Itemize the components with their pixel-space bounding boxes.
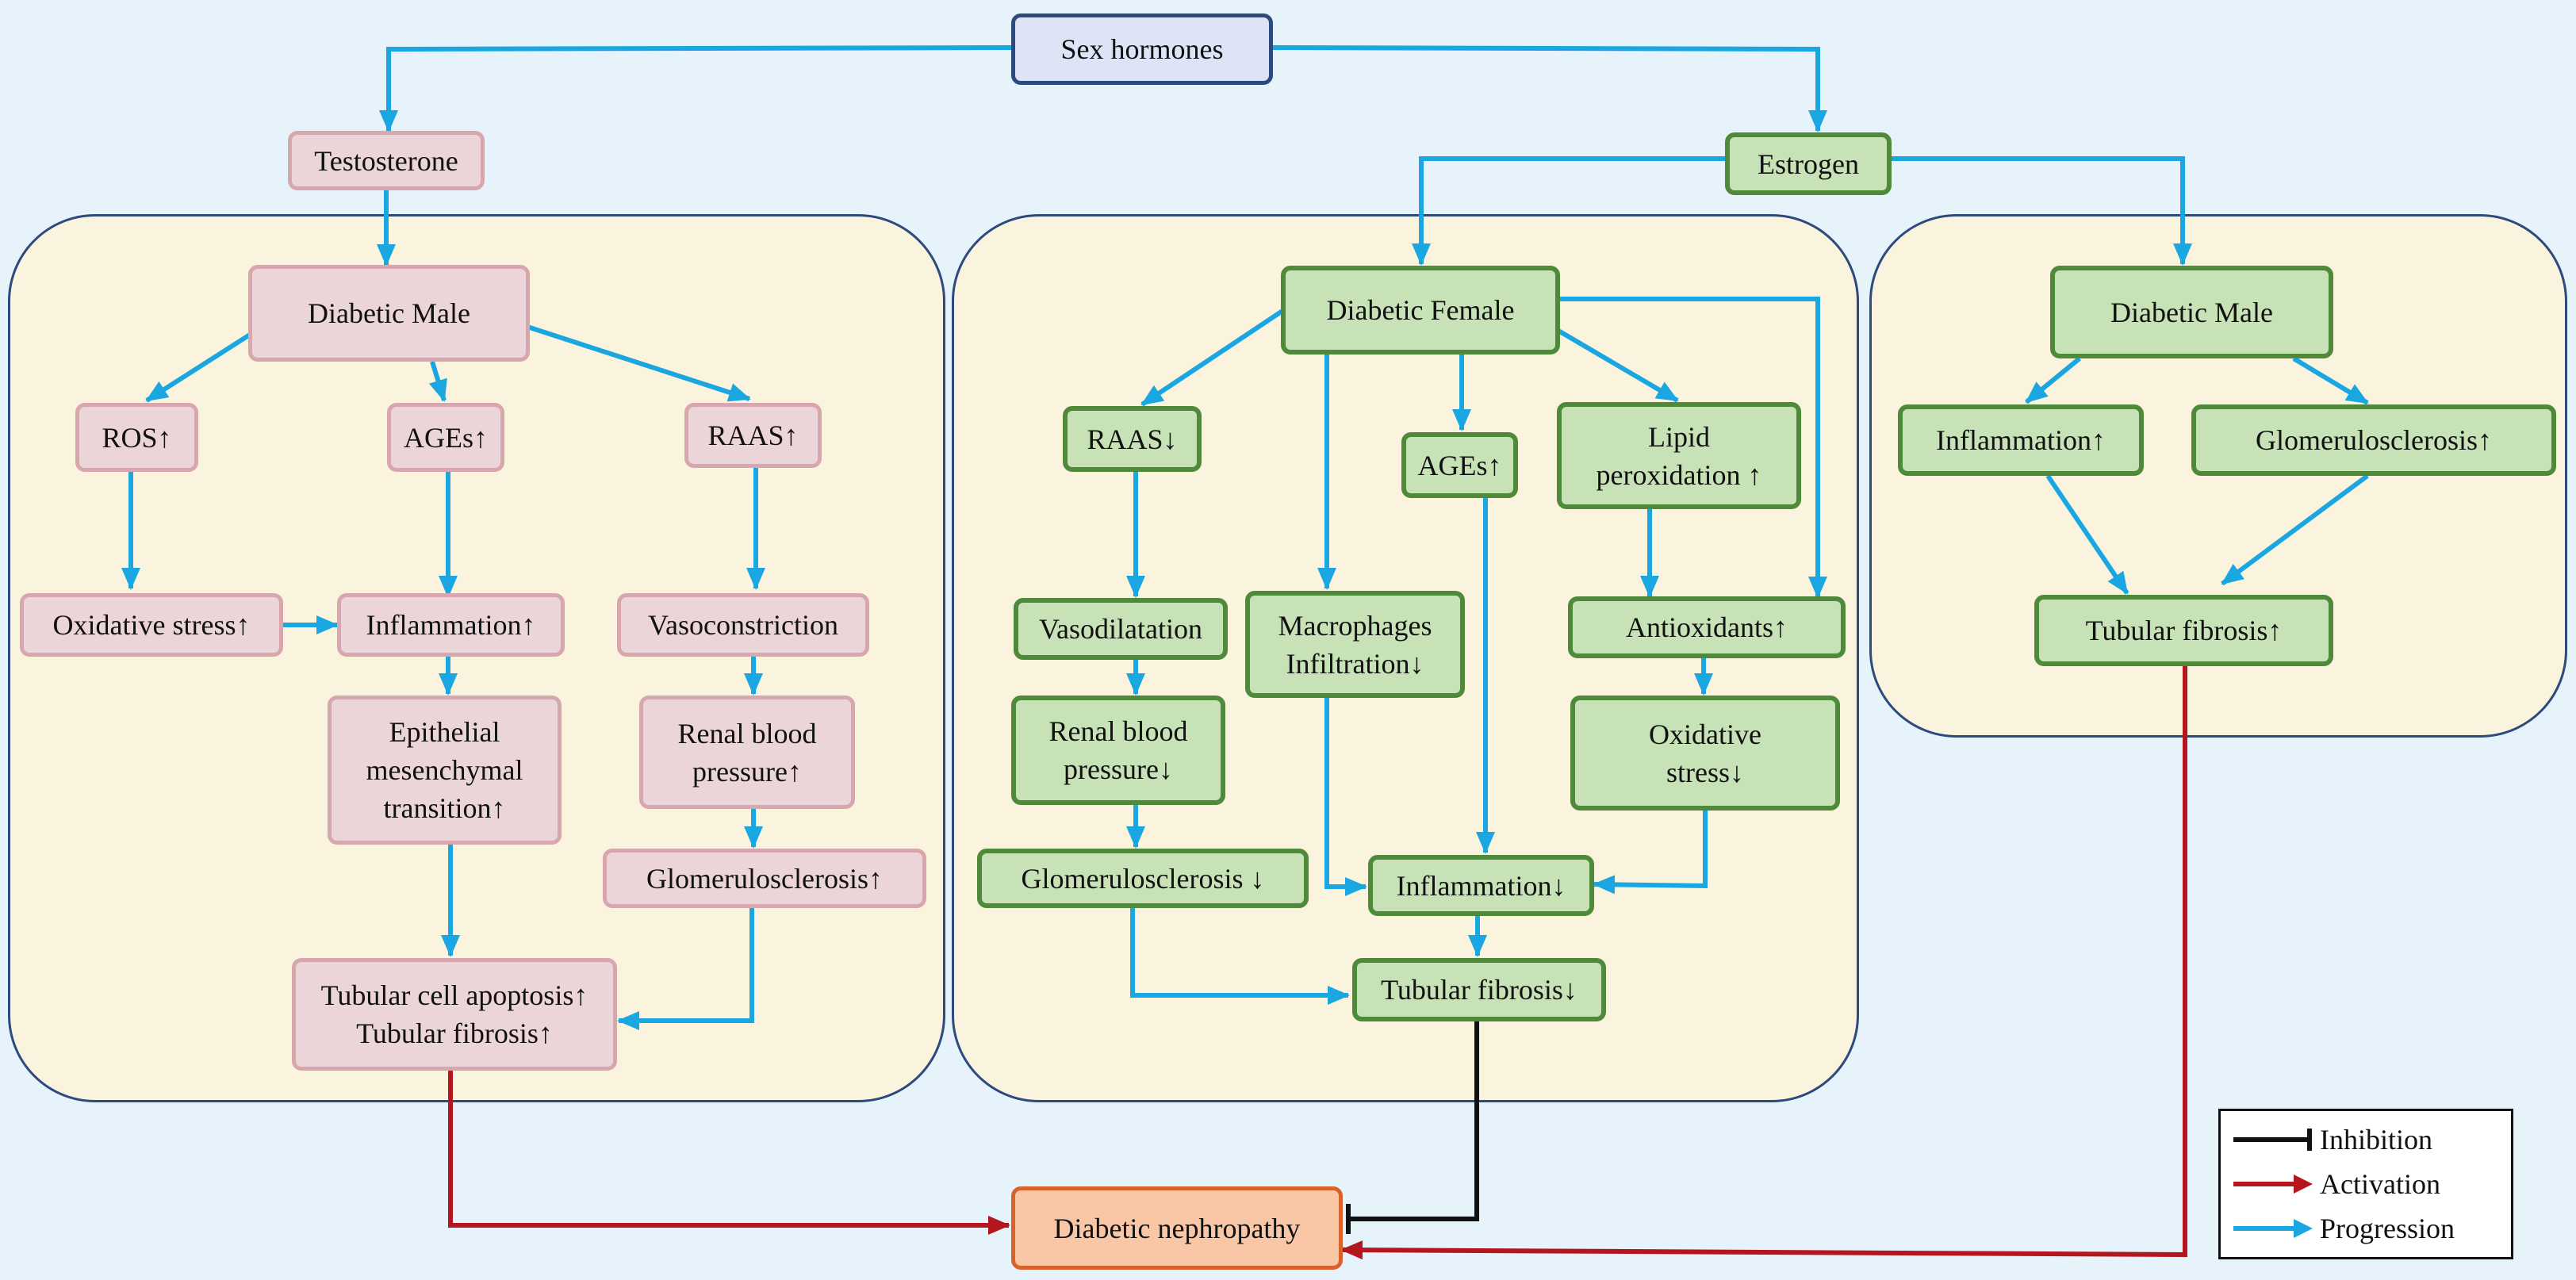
- link-tubular-f-to-nephropathy: [1348, 1021, 1479, 1221]
- node-vasodilatation: Vasodilatation: [1014, 598, 1228, 660]
- link-sex-to-estrogen: [1272, 45, 1827, 132]
- node-oxidative-stress-female: Oxidative stress↓: [1570, 696, 1840, 811]
- node-diabetic-nephropathy: Diabetic nephropathy: [1011, 1186, 1343, 1270]
- node-sex-hormones: Sex hormones: [1011, 13, 1273, 85]
- link-fibrosis-r-to-nephropathy: [1340, 666, 2187, 1260]
- legend-item-activation: Activation: [2221, 1162, 2511, 1206]
- node-renal-bp-left: Renal blood pressure↑: [639, 696, 855, 809]
- node-glomerulosclerosis-left: Glomerulosclerosis↑: [603, 849, 926, 908]
- link-female-to-lipid: [1557, 328, 1679, 403]
- node-testosterone: Testosterone: [288, 131, 485, 190]
- node-glomerulosclerosis-female: Glomerulosclerosis ↓: [977, 849, 1309, 908]
- link-glom-to-tubular: [617, 908, 754, 1030]
- link-oxstress-to-inflammation-f: [1593, 811, 1708, 895]
- node-tubular-left: Tubular cell apoptosis↑ Tubular fibrosis…: [292, 958, 617, 1071]
- node-antioxidants: Antioxidants↑: [1568, 596, 1846, 658]
- node-ages-left: AGEs↑: [387, 403, 504, 472]
- node-ros: ROS↑: [75, 403, 198, 472]
- link-male-to-ros: [145, 332, 251, 403]
- node-ages-female: AGEs↑: [1401, 432, 1518, 498]
- node-emt: Epithelial mesenchymal transition↑: [328, 696, 562, 845]
- link-inflammation-to-fibrosis-r: [2045, 474, 2129, 595]
- link-estrogen-to-male-right: [1892, 156, 2192, 266]
- node-oxidative-stress-left: Oxidative stress↑: [20, 593, 283, 657]
- node-estrogen: Estrogen: [1725, 132, 1892, 195]
- link-female-to-antiox: [1560, 297, 1827, 599]
- node-vasoconstriction: Vasoconstriction: [617, 593, 869, 657]
- node-lipid-peroxidation: Lipid peroxidation ↑: [1557, 402, 1801, 509]
- node-tubular-fibrosis-right: Tubular fibrosis↑: [2034, 595, 2333, 666]
- node-diabetic-female: Diabetic Female: [1281, 266, 1560, 354]
- legend-label-progression: Progression: [2320, 1213, 2455, 1244]
- link-glom-to-tubular-f: [1130, 908, 1350, 1005]
- node-renal-bp-female: Renal blood pressure↓: [1011, 696, 1225, 805]
- link-glom-to-fibrosis-r: [2221, 473, 2369, 586]
- link-estrogen-to-female: [1412, 156, 1725, 266]
- legend-label-activation: Activation: [2320, 1168, 2440, 1200]
- node-inflammation-right: Inflammation↑: [1898, 404, 2144, 476]
- node-tubular-fibrosis-female: Tubular fibrosis↓: [1352, 958, 1606, 1021]
- link-male-to-raas: [527, 324, 751, 402]
- link-macro-to-inflammation-f: [1324, 698, 1367, 896]
- link-malerigh-to-inflammation: [2025, 356, 2081, 404]
- node-glomerulosclerosis-right: Glomerulosclerosis↑: [2191, 404, 2556, 476]
- node-diabetic-male-right: Diabetic Male: [2050, 266, 2333, 358]
- legend: Inhibition Activation Progression: [2218, 1109, 2513, 1259]
- link-sex-to-testosterone: [379, 45, 1012, 132]
- node-macrophages: Macrophages Infiltration↓: [1245, 591, 1465, 698]
- progression-arrow-icon: [2233, 1219, 2313, 1238]
- legend-item-progression: Progression: [2221, 1206, 2511, 1251]
- node-raas-left: RAAS↑: [684, 403, 822, 468]
- link-female-to-raas: [1140, 309, 1284, 407]
- link-male-to-ages: [428, 361, 447, 402]
- legend-label-inhibition: Inhibition: [2320, 1124, 2432, 1155]
- node-inflammation-left: Inflammation↑: [337, 593, 565, 657]
- panel-male-testosterone: [8, 214, 945, 1102]
- inhibition-symbol-icon: [2233, 1129, 2312, 1151]
- node-inflammation-female: Inflammation↓: [1368, 855, 1594, 916]
- legend-item-inhibition: Inhibition: [2221, 1117, 2511, 1162]
- activation-arrow-icon: [2233, 1175, 2313, 1194]
- node-diabetic-male-left: Diabetic Male: [248, 265, 530, 362]
- link-tubular-to-nephropathy: [448, 1071, 1010, 1235]
- link-malerigh-to-glom: [2292, 356, 2369, 405]
- node-raas-female: RAAS↓: [1063, 406, 1202, 472]
